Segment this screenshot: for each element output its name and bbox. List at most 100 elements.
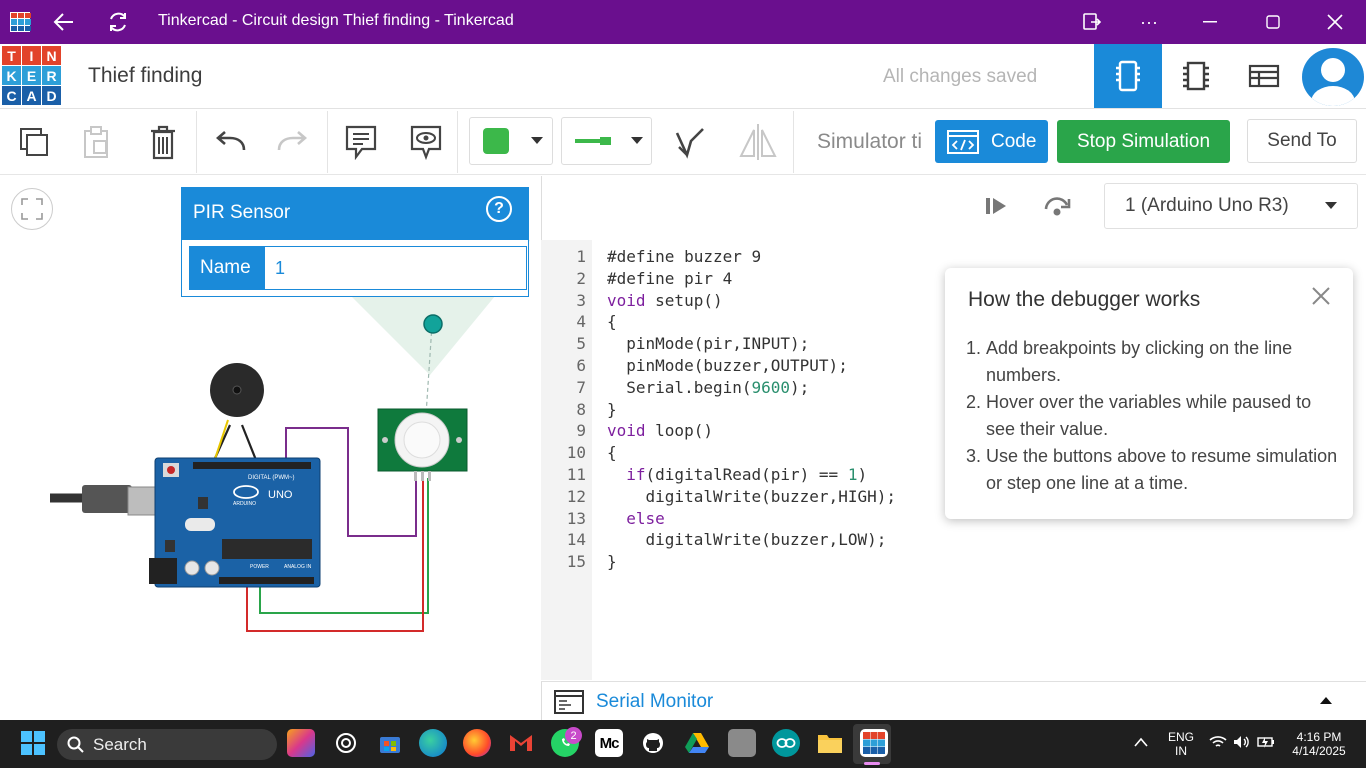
line-number[interactable]: 9	[576, 421, 586, 441]
name-input[interactable]: 1	[275, 257, 286, 278]
code-token: #define pir 4	[607, 268, 733, 288]
notes-button[interactable]	[339, 120, 383, 164]
code-line[interactable]: }	[607, 552, 617, 571]
clock[interactable]: 4:16 PM 4/14/2025	[1284, 730, 1354, 758]
undo-icon	[216, 131, 246, 151]
window-title-bar	[0, 0, 1366, 44]
minimize-button[interactable]	[1196, 10, 1224, 34]
language-indicator[interactable]: ENG IN	[1166, 730, 1196, 758]
code-line[interactable]: }	[607, 400, 617, 419]
undo-button[interactable]	[208, 120, 252, 164]
line-number-gutter[interactable]	[541, 240, 592, 680]
github-icon[interactable]	[639, 729, 667, 757]
simulator-time-label: Simulator ti	[817, 130, 923, 153]
color-picker-dropdown[interactable]	[469, 117, 553, 165]
code-line[interactable]: void loop()	[607, 421, 713, 440]
project-name[interactable]: Thief finding	[88, 64, 203, 87]
code-line[interactable]: digitalWrite(buzzer,LOW);	[607, 530, 887, 549]
board-selector[interactable]: 1 (Arduino Uno R3)	[1104, 183, 1358, 229]
send-to-button[interactable]: Send To	[1247, 119, 1357, 163]
serial-monitor-bar[interactable]: Serial Monitor	[541, 681, 1366, 720]
code-line[interactable]: digitalWrite(buzzer,HIGH);	[607, 487, 896, 506]
autoroute-button[interactable]	[668, 120, 712, 164]
refresh-icon[interactable]	[106, 10, 130, 34]
wifi-icon[interactable]	[1209, 735, 1227, 752]
start-button[interactable]	[19, 729, 47, 757]
component-list-button[interactable]	[1230, 44, 1298, 108]
line-number[interactable]: 8	[576, 399, 586, 419]
redo-button[interactable]	[271, 120, 315, 164]
clipboard-icon	[84, 126, 108, 158]
code-line[interactable]: #define pir 4	[607, 269, 732, 288]
microsoft-store-icon[interactable]	[376, 729, 404, 757]
file-explorer-icon[interactable]	[816, 729, 844, 757]
chatgpt-icon[interactable]	[332, 729, 360, 757]
schematic-view-button[interactable]	[1162, 44, 1230, 108]
code-line[interactable]: Serial.begin(9600);	[607, 378, 809, 397]
code-line[interactable]: {	[607, 443, 617, 462]
code-line[interactable]: if(digitalRead(pir) == 1)	[607, 465, 867, 484]
circuit-view-button[interactable]	[1094, 44, 1162, 108]
line-number[interactable]: 1	[576, 247, 586, 266]
code-button[interactable]: Code	[935, 120, 1048, 163]
window-title: Tinkercad - Circuit design Thief finding…	[158, 12, 514, 29]
line-number[interactable]: 14	[566, 530, 586, 550]
code-token: pinMode(pir,INPUT);	[607, 334, 810, 354]
close-window-button[interactable]	[1321, 10, 1349, 34]
visibility-button[interactable]	[404, 120, 448, 164]
system-tray-chevron[interactable]	[1134, 736, 1148, 750]
firefox-icon[interactable]	[463, 729, 491, 757]
copy-button[interactable]	[12, 120, 56, 164]
volume-icon[interactable]	[1233, 735, 1251, 752]
code-line[interactable]: pinMode(buzzer,OUTPUT);	[607, 356, 848, 375]
edge-browser-icon[interactable]	[419, 729, 447, 757]
code-token: );	[790, 377, 810, 397]
flip-button[interactable]	[736, 120, 780, 164]
app-tile-icon[interactable]	[728, 729, 756, 757]
maximize-button[interactable]	[1259, 10, 1287, 34]
copilot-icon[interactable]	[287, 729, 315, 757]
line-number[interactable]: 3	[576, 290, 586, 310]
code-line[interactable]: #define buzzer 9	[607, 247, 761, 266]
line-number[interactable]: 12	[566, 486, 586, 506]
google-drive-icon[interactable]	[683, 729, 711, 757]
medium-app-icon[interactable]: Mc	[595, 729, 623, 757]
code-line[interactable]: pinMode(pir,INPUT);	[607, 334, 809, 353]
code-line[interactable]: void setup()	[607, 291, 723, 310]
logo-letter: K	[2, 66, 21, 85]
wire-style-dropdown[interactable]	[561, 117, 652, 165]
app-icon	[8, 10, 32, 34]
step-over-button[interactable]	[1042, 192, 1072, 220]
line-number[interactable]: 11	[566, 465, 586, 484]
line-number[interactable]: 2	[576, 268, 586, 288]
logo-letter: D	[42, 86, 61, 105]
line-number[interactable]: 4	[576, 312, 586, 332]
gmail-icon[interactable]	[507, 729, 535, 757]
fit-view-button[interactable]	[11, 188, 53, 230]
code-line[interactable]: {	[607, 312, 617, 331]
stop-simulation-button[interactable]: Stop Simulation	[1057, 120, 1230, 163]
paste-button[interactable]	[74, 120, 118, 164]
help-button[interactable]: ?	[486, 196, 512, 222]
code-token: if	[626, 465, 646, 484]
taskbar-search[interactable]: Search	[57, 729, 277, 760]
resume-button[interactable]	[982, 192, 1010, 220]
delete-button[interactable]	[141, 120, 185, 164]
line-number[interactable]: 15	[566, 552, 586, 572]
more-options-button[interactable]: ···	[1140, 11, 1158, 32]
back-arrow-icon[interactable]	[52, 10, 76, 34]
line-number[interactable]: 13	[566, 508, 586, 528]
app-options-icon[interactable]	[1078, 10, 1106, 34]
arduino-ide-icon[interactable]	[772, 729, 800, 757]
tinkercad-taskbar-icon[interactable]	[860, 729, 888, 757]
line-number[interactable]: 5	[576, 334, 586, 354]
battery-icon[interactable]	[1257, 735, 1275, 752]
code-line[interactable]: else	[607, 509, 665, 528]
user-avatar[interactable]	[1302, 48, 1364, 106]
line-number[interactable]: 6	[576, 356, 586, 375]
line-number[interactable]: 10	[566, 443, 586, 463]
close-icon[interactable]	[1311, 286, 1335, 310]
line-number[interactable]: 7	[576, 377, 586, 397]
eye-icon	[410, 125, 442, 160]
